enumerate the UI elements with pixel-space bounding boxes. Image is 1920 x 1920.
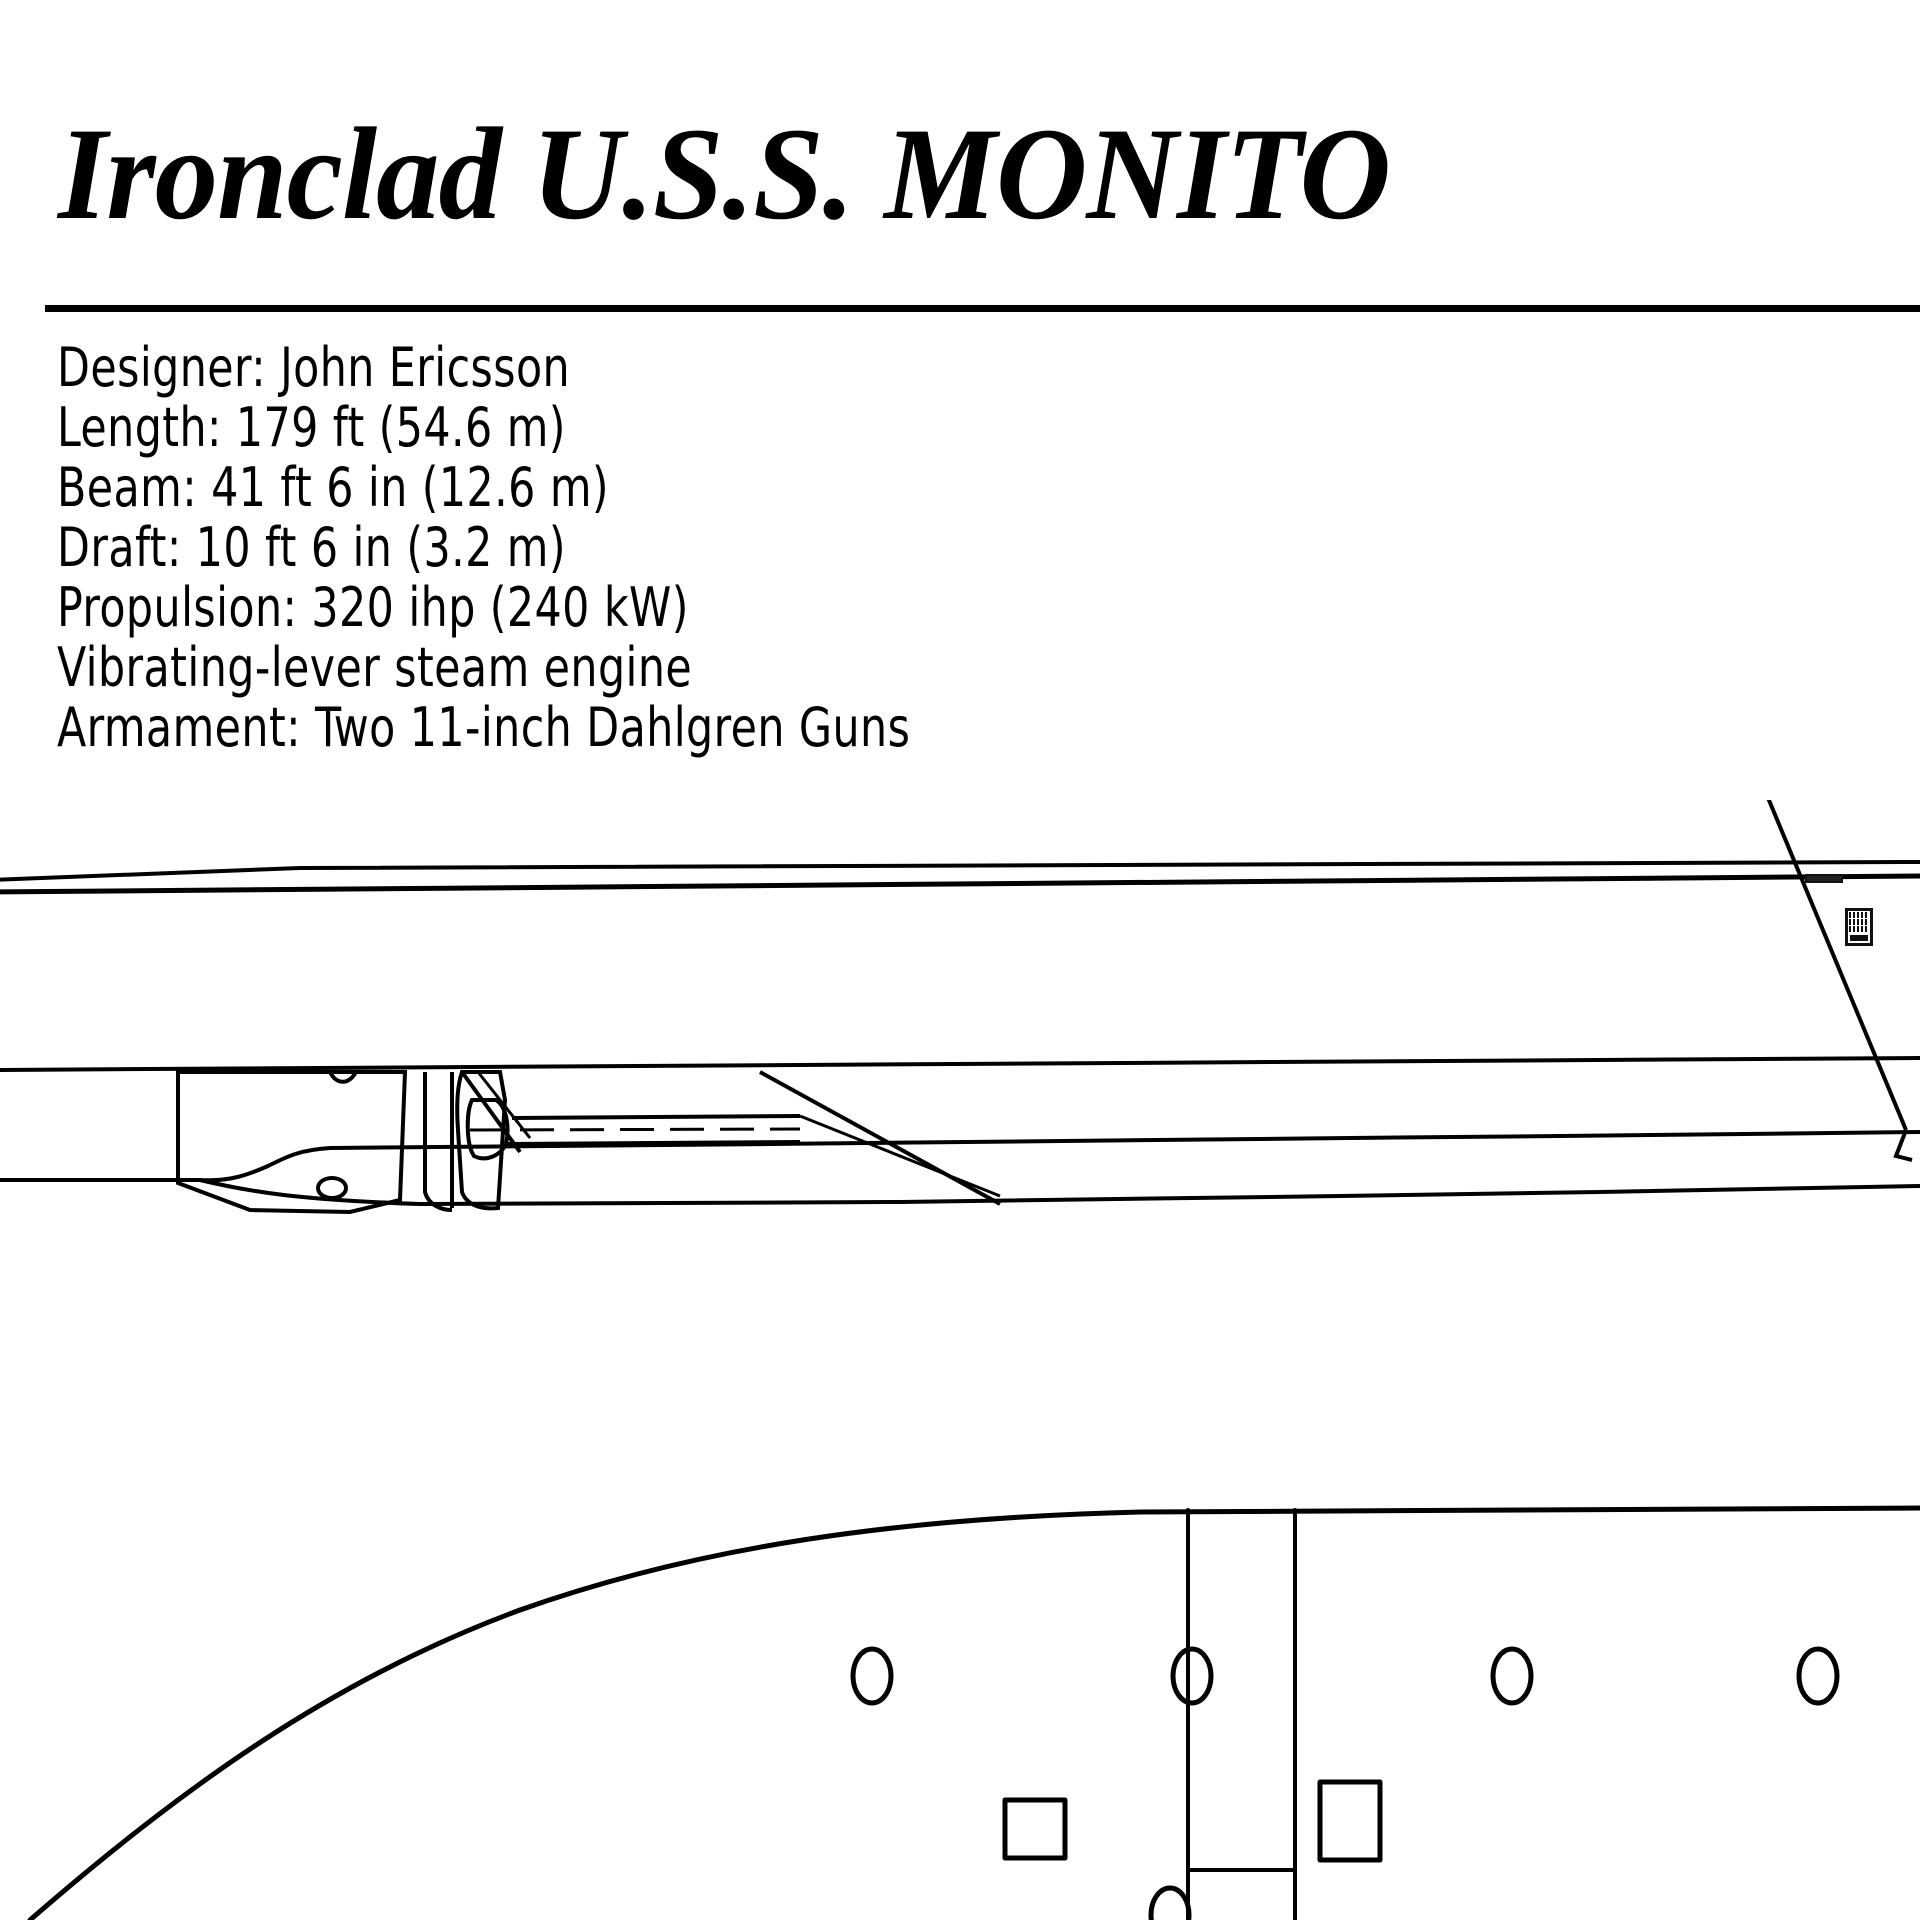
bow-stay-diagonal [1766,800,1908,1131]
spec-line-engine: Vibrating-lever steam engine [57,636,693,699]
boiler-room-box [176,1070,408,1215]
shaft-centreline [469,1127,801,1132]
after-bulkhead-diagonal [759,1070,1001,1206]
shaft-bottom-line [504,1140,801,1146]
title-block: Ironclad U.S.S. MONITO [0,0,1920,320]
hull-shelf-line [0,1056,1920,1072]
profile-drawing-svg [0,800,1920,1215]
detail-plate-row [1849,919,1869,925]
plan-drawing-svg [27,1505,1920,1920]
bulkhead-column-left [423,1072,453,1212]
spec-line-beam: Beam: 41 ft 6 in (12.6 m) [57,456,610,519]
detail-plate-row [1849,912,1869,918]
turret-brace-diagonal [460,1070,522,1154]
deck-lower-line [0,873,1920,895]
spec-line-propulsion: Propulsion: 320 ihp (240 kW) [57,576,689,639]
deck-fitting-block [1805,874,1843,883]
deck-upper-line [0,860,1920,882]
turret-pivot-bearing [465,1098,510,1161]
specification-list: Designer: John Ericsson Length: 179 ft (… [57,338,1157,758]
detail-plate-row [1849,926,1869,932]
hull-keel-line [199,1178,1920,1207]
deck-bow-curve [27,1505,1920,1920]
title-rule-divider [45,305,1920,312]
deck-hatch [1170,1646,1214,1706]
deck-opening [1317,1779,1383,1863]
spec-line-armament: Armament: Two 11-inch Dahlgren Guns [57,696,911,759]
deck-hatch [850,1646,894,1706]
shaft-top-line [511,1114,801,1120]
boiler-uptake-notch [328,1070,358,1084]
detail-plate-bar [1850,935,1868,941]
deck-hatch [1490,1646,1534,1706]
deck-hatch [1148,1885,1192,1920]
inset-detail-plate [1845,908,1873,946]
turret-brace-diagonal-2 [476,1071,532,1139]
page-title: Ironclad U.S.S. MONITO [58,100,1391,247]
turret-pedestal [455,1070,508,1211]
spec-line-draft: Draft: 10 ft 6 in (3.2 m) [57,516,566,579]
ship-profile-view [0,800,1920,1220]
bow-stay-foot [1893,1129,1913,1162]
deck-opening [1002,1797,1068,1861]
after-bulkhead-diagonal-2 [799,1114,1001,1198]
ship-deck-plan-view [0,1460,1920,1920]
deck-hatch [1796,1646,1840,1706]
boiler-drain-fitting [316,1176,349,1200]
spec-line-designer: Designer: John Ericsson [57,336,571,399]
hull-bottom-curve [199,1130,1920,1183]
spec-line-length: Length: 179 ft (54.6 m) [57,396,566,459]
